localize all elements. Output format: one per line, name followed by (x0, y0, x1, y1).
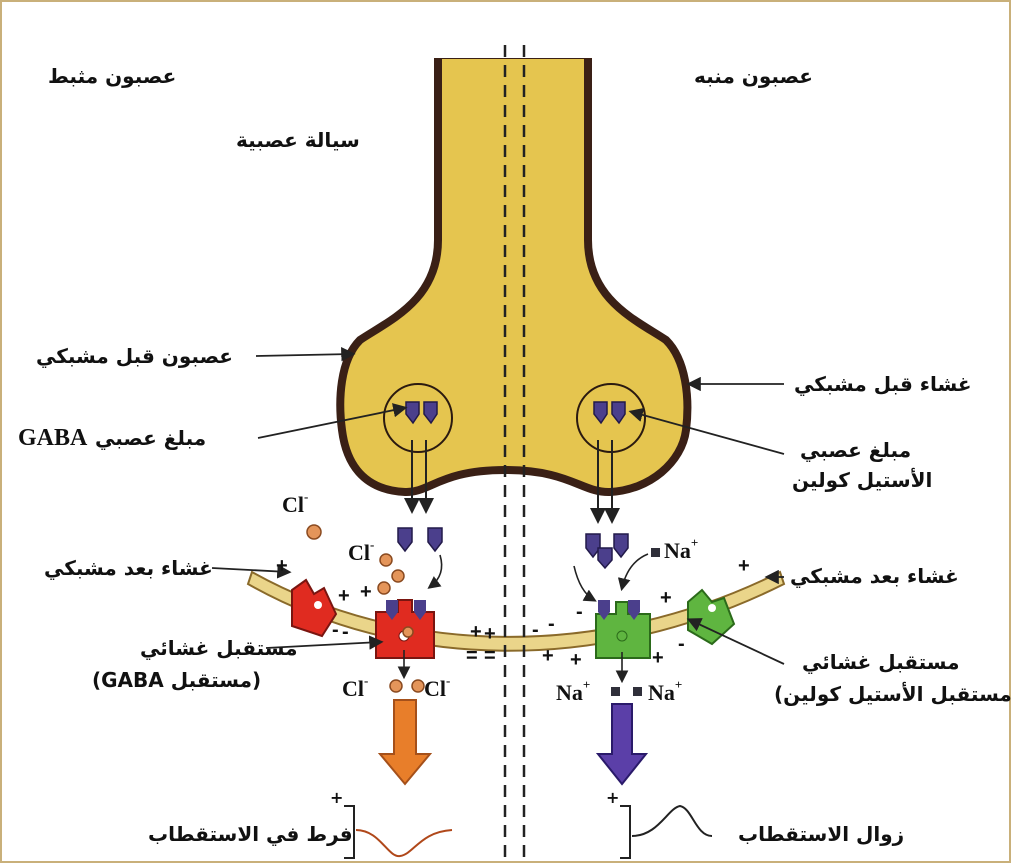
hyperpolarization-arrow (380, 700, 430, 784)
ion-charge: - (304, 489, 308, 504)
svg-text:+: + (276, 555, 288, 577)
chloride-label-bottom-right: Cl- (424, 678, 450, 700)
svg-text:+: + (738, 555, 750, 577)
depolarization-curve (632, 806, 712, 836)
ion-charge: + (675, 677, 682, 692)
svg-text:+: + (652, 647, 664, 669)
inhibitory-neuron-label: عصبون مثبط (48, 66, 176, 86)
svg-text:-: - (548, 613, 555, 635)
gaba-transmitter-label: GABA مبلغ عصبي (18, 426, 206, 450)
hyperpolarization-label: فرط في الاستقطاب (148, 824, 353, 844)
sodium-label-bottom-left: Na+ (556, 682, 590, 704)
ion-charge: + (583, 677, 590, 692)
svg-text:+: + (542, 645, 554, 667)
svg-text:+: + (338, 585, 350, 607)
presynaptic-neuron-label: عصبون قبل مشبكي (36, 346, 233, 366)
ion-charge: + (691, 535, 698, 550)
svg-text:-: - (576, 601, 583, 623)
ach-receptor-label-line1: مستقبل غشائي (802, 652, 960, 672)
ion-symbol: Na (556, 680, 583, 705)
sodium-label-top: Na+ (664, 540, 698, 562)
presynaptic-terminal (340, 55, 687, 492)
hyper-plus-sign: + (330, 790, 343, 806)
svg-text:+: + (360, 581, 372, 603)
ion-symbol: Cl (348, 540, 370, 565)
depolarization-arrow (598, 704, 646, 784)
svg-text:+: + (470, 621, 482, 643)
ach-transmitter-line2: الأستيل كولين (792, 470, 932, 490)
postsynaptic-membrane-left-label: غشاء بعد مشبكي (44, 558, 213, 578)
ach-receptor-active (596, 600, 650, 658)
svg-text:-: - (532, 619, 539, 641)
svg-text:-: - (332, 619, 339, 641)
svg-text:+: + (660, 587, 672, 609)
svg-text:=: = (466, 645, 478, 667)
ion-charge: - (370, 537, 374, 552)
hyperpolarization-curve (356, 830, 452, 856)
gaba-abbr: GABA (18, 425, 87, 451)
depolarization-bracket (620, 806, 630, 858)
ach-transmitter-line1: مبلغ عصبي (800, 440, 911, 460)
svg-text:-: - (342, 621, 349, 643)
gaba-transmitter-text: مبلغ عصبي (95, 426, 206, 450)
gaba-receptor-outer (292, 580, 336, 636)
ion-symbol: Na (664, 538, 691, 563)
ion-symbol: Cl (424, 676, 446, 701)
svg-text:-: - (678, 633, 685, 655)
ion-symbol: Na (648, 680, 675, 705)
ion-charge: - (364, 673, 368, 688)
svg-text:+: + (484, 623, 496, 645)
postsynaptic-membrane-right-label: غشاء بعد مشبكي (790, 566, 959, 586)
gaba-receptor-label-line1: مستقبل غشائي (140, 638, 298, 658)
depolarization-label: زوال الاستقطاب (738, 824, 904, 844)
depol-plus-sign: + (606, 790, 619, 806)
ach-receptor-label-line2: (مستقبل الأستيل كولين) (774, 684, 1011, 704)
chloride-label-mid: Cl- (348, 542, 374, 564)
svg-text:=: = (484, 645, 496, 667)
gaba-receptor-label-line2: (مستقبل GABA) (92, 670, 261, 690)
ion-charge: - (446, 673, 450, 688)
nerve-fluid-label: سيالة عصبية (236, 130, 360, 150)
sodium-label-bottom-right: Na+ (648, 682, 682, 704)
presynaptic-membrane-label: غشاء قبل مشبكي (794, 374, 972, 394)
chloride-label-top: Cl- (282, 494, 308, 516)
ion-symbol: Cl (282, 492, 304, 517)
excitatory-neuron-label: عصبون منبه (694, 66, 813, 86)
stem-top-mask (430, 40, 596, 58)
ion-symbol: Cl (342, 676, 364, 701)
chloride-label-bottom-left: Cl- (342, 678, 368, 700)
released-transmitters (398, 528, 628, 568)
svg-text:+: + (570, 649, 582, 671)
